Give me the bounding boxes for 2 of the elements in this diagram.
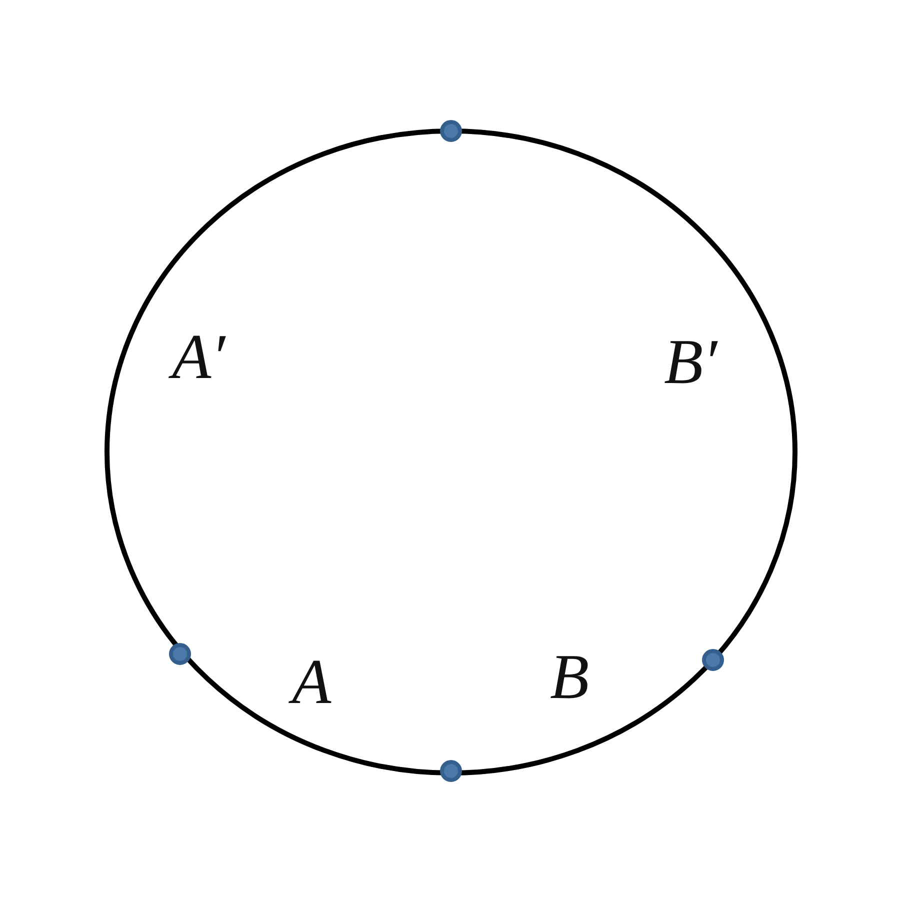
point-label: B′: [664, 330, 718, 394]
point-label: B: [550, 645, 590, 709]
